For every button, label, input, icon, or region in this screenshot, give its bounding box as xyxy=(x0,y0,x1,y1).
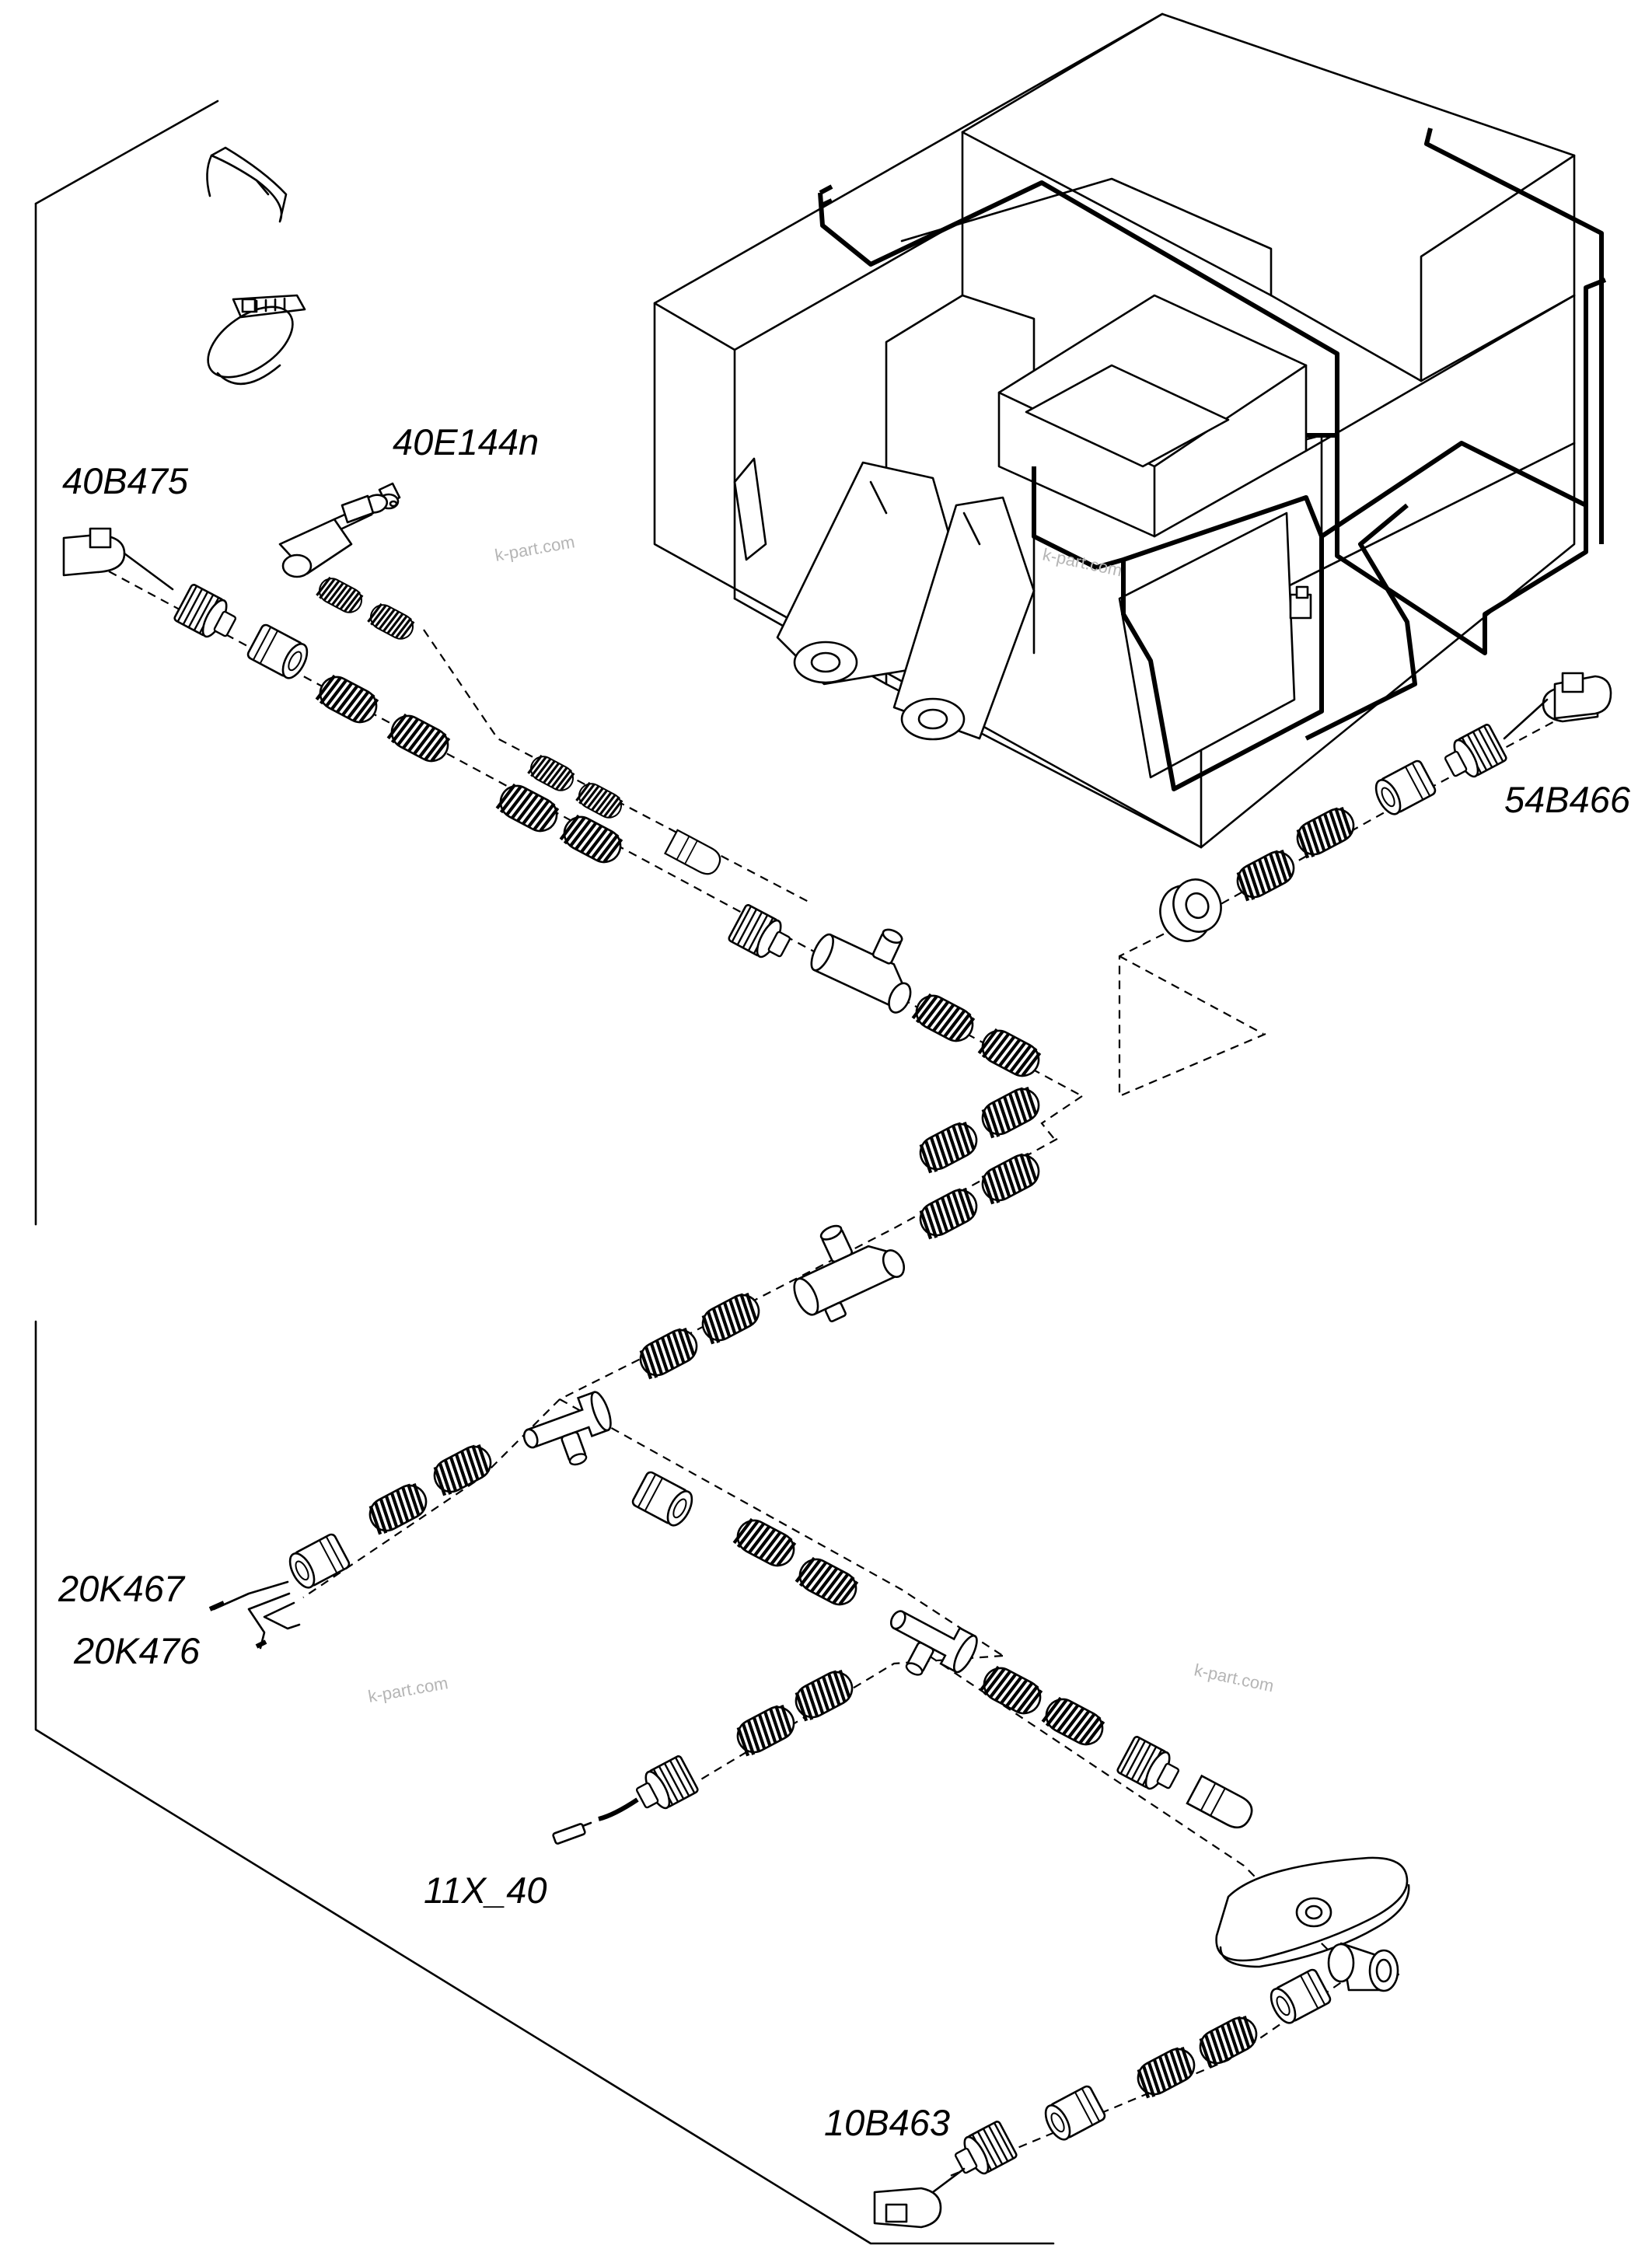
connector-20k467-assembly xyxy=(208,1531,352,1650)
label-10b463: 10B463 xyxy=(824,2102,950,2143)
watermark-text: k-part.com xyxy=(494,532,577,565)
label-20k476: 20K476 xyxy=(73,1630,201,1671)
label-40e144n: 40E144n xyxy=(393,421,539,463)
watermark-text: k-part.com xyxy=(1193,1660,1276,1695)
harness-branch-upper xyxy=(495,751,1045,1082)
label-54b466: 54B466 xyxy=(1504,779,1631,820)
connector-40e144n-assembly xyxy=(278,482,419,644)
sensor-10b463-assembly xyxy=(873,1942,1399,2229)
grommet-icon xyxy=(1159,878,1222,942)
label-40b475: 40B475 xyxy=(62,460,189,501)
page-border xyxy=(34,100,1055,2245)
watermark-text: k-part.com xyxy=(1041,544,1124,580)
harness-junction-center xyxy=(365,1084,1045,1537)
mounting-plate-icon xyxy=(1215,1856,1410,1968)
label-20k467: 20K467 xyxy=(58,1568,186,1609)
watermark-text: k-part.com xyxy=(367,1673,450,1706)
sensor-40b475-assembly xyxy=(62,527,453,766)
harness-branch-lower xyxy=(630,1469,1258,1834)
label-11x40: 11X_40 xyxy=(424,1870,547,1911)
cable-tie-icon xyxy=(206,146,306,386)
sensor-54b466-assembly xyxy=(1159,672,1612,942)
connector-11x40-assembly xyxy=(552,1667,858,1845)
machine-housing xyxy=(653,12,1607,849)
